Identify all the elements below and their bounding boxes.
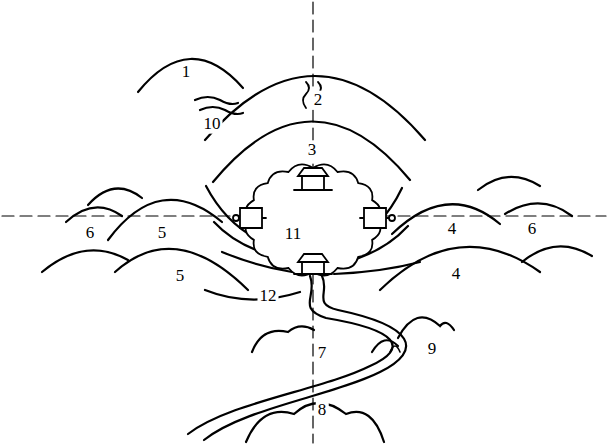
callout-number: 5: [174, 267, 187, 286]
mountain: [505, 203, 572, 216]
mountain: [66, 207, 122, 222]
callout-number: 6: [84, 224, 97, 243]
callout-number: 4: [450, 265, 463, 284]
temple-buildings: [233, 168, 395, 274]
mountain: [42, 250, 128, 272]
hill: [398, 317, 454, 338]
mountain: [138, 59, 243, 92]
mountain: [380, 247, 540, 290]
hill: [252, 326, 314, 352]
callout-number: 8: [316, 401, 329, 420]
callout-number: 11: [283, 225, 303, 244]
smoke: [303, 82, 309, 108]
callout-number: 4: [446, 220, 459, 239]
mountain: [522, 246, 592, 262]
callout-number: 12: [258, 287, 279, 306]
mountain: [478, 177, 540, 190]
water-stroke: [200, 107, 243, 114]
callout-number: 3: [306, 141, 319, 160]
callout-number: 1: [180, 63, 193, 82]
river: [188, 276, 393, 434]
river: [204, 276, 406, 440]
water-stroke: [195, 97, 238, 104]
callout-number: 6: [526, 220, 539, 239]
stream: [205, 290, 300, 300]
mountain: [205, 76, 425, 140]
hill: [390, 346, 400, 352]
callout-number: 10: [202, 115, 223, 134]
callout-number: 7: [316, 344, 329, 363]
mountain: [88, 189, 142, 205]
callout-number: 2: [312, 91, 325, 110]
callout-number: 5: [156, 224, 169, 243]
callout-number: 9: [426, 340, 439, 359]
temple-outline: [246, 164, 381, 275]
